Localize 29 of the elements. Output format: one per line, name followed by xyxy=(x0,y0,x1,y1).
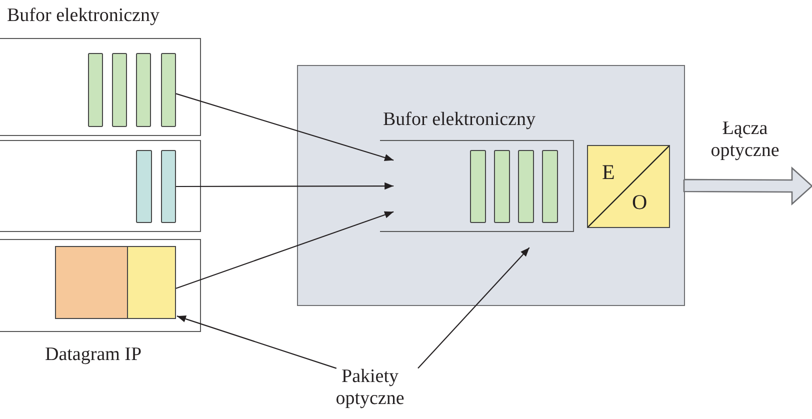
section-heading: Bufor elektroniczny xyxy=(7,6,160,25)
buffer-box xyxy=(0,140,201,232)
arrow xyxy=(176,211,394,289)
arrow xyxy=(176,93,394,162)
converter-letter: O xyxy=(632,192,648,213)
converter-box xyxy=(587,145,670,228)
datagram-header xyxy=(55,246,128,319)
buffer-box xyxy=(0,38,201,136)
arrow xyxy=(176,315,337,369)
packet-bar xyxy=(112,53,127,127)
packet-bar xyxy=(542,150,558,223)
packet-bar xyxy=(518,150,534,223)
packet-bar xyxy=(88,53,103,127)
packet-bar xyxy=(494,150,510,223)
output-arrow xyxy=(683,166,812,206)
packet-bar xyxy=(161,150,176,223)
box-caption: Datagram IP xyxy=(45,345,142,364)
converter-letter: E xyxy=(602,162,615,183)
arrow xyxy=(176,182,394,190)
node-caption: Pakiety optyczne xyxy=(334,366,406,410)
buffer-heading: Bufor elektroniczny xyxy=(383,110,536,129)
packet-bar xyxy=(161,53,176,127)
packet-bar xyxy=(136,150,152,223)
system-panel xyxy=(297,65,685,306)
packet-bar xyxy=(136,53,151,127)
datagram-payload xyxy=(127,246,176,319)
packet-bar xyxy=(470,150,486,223)
edge-label: Łącza optyczne xyxy=(710,118,780,162)
arrow xyxy=(418,247,530,369)
